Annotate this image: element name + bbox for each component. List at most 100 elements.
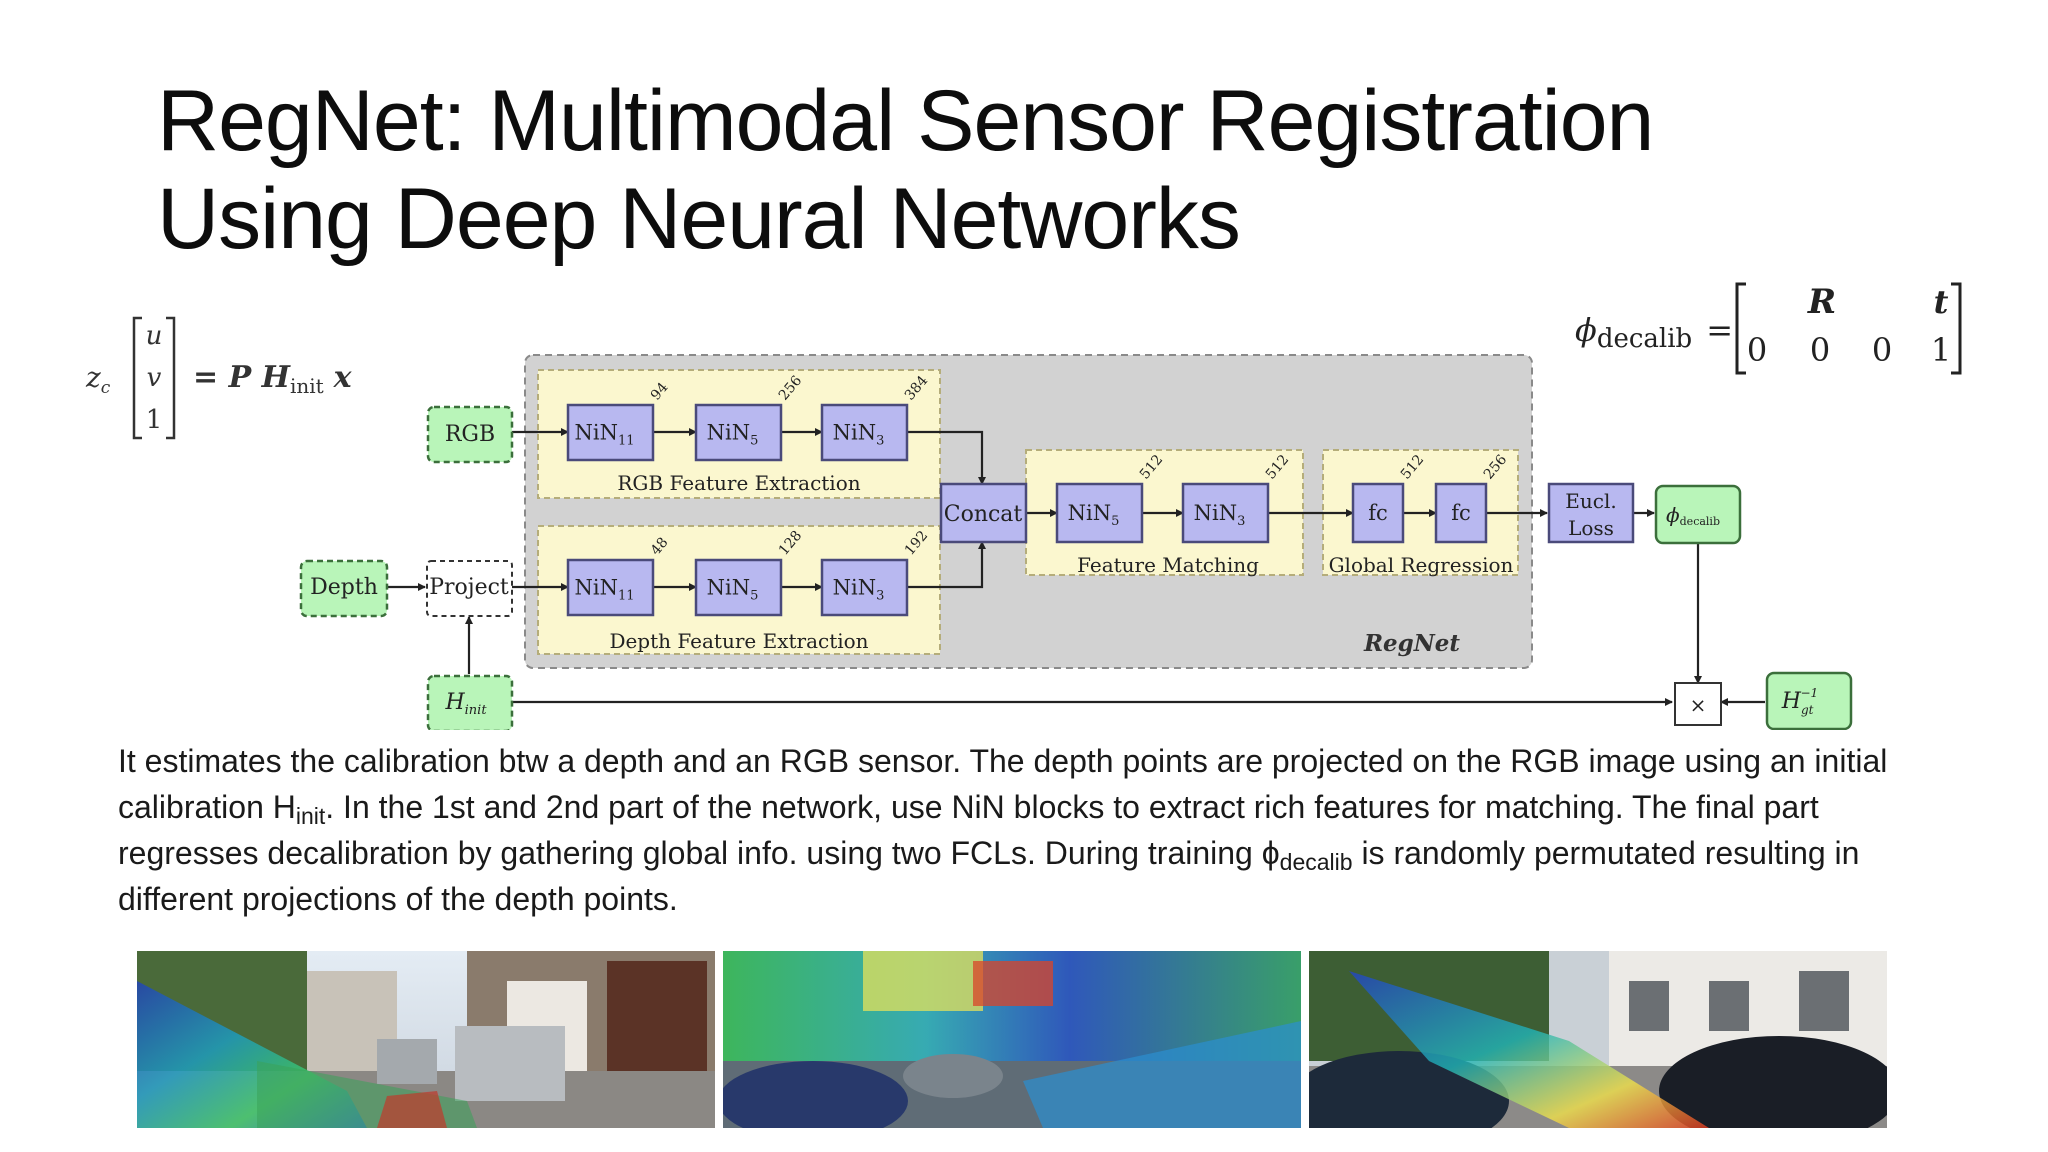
block-name: NiN (1068, 501, 1111, 525)
multiply-label: × (1690, 693, 1707, 717)
multiply-node (1674, 682, 1722, 726)
depth-input-node (299, 559, 389, 618)
feature-matching-label: Feature Matching (1077, 553, 1259, 577)
block-subscript: 5 (1111, 514, 1119, 529)
block-name: NiN (833, 576, 876, 600)
svg-text:Hgt−1: Hgt −1 (1781, 686, 1818, 717)
description-text: It estimates the calibration btw a depth… (118, 738, 1948, 922)
svg-text:ϕdecalib=: ϕdecalib = (1575, 311, 1733, 354)
description-seg3: is randomly permutated resulting in diff… (118, 835, 1860, 917)
connectors (387, 428, 1765, 706)
depth-stage-label: Depth Feature Extraction (609, 629, 868, 653)
block-0-0 (566, 403, 655, 462)
description-seg1: It estimates the calibration btw a depth… (118, 743, 1888, 825)
block-name: NiN (833, 421, 876, 445)
eq-row2-0: 0 (1747, 331, 1767, 369)
concat-node (939, 482, 1028, 544)
project-node (426, 560, 513, 617)
block-3-1 (1434, 482, 1488, 544)
block-name: NiN (574, 576, 617, 600)
block-name: NiN (707, 576, 750, 600)
eq-zc: z (85, 361, 101, 394)
eq-rhs: = P H (193, 360, 292, 395)
hgt-sup: −1 (1801, 686, 1819, 700)
eq-equals: = (1706, 311, 1733, 349)
loss-label-1: Eucl. (1565, 489, 1616, 513)
project-label: Project (429, 575, 509, 600)
eq-phi: ϕ (1575, 311, 1597, 349)
svg-text:zc: zc (85, 361, 111, 398)
block-1-1 (694, 558, 783, 617)
block-name: fc (1451, 501, 1471, 525)
block-label-1-2: NiN3 (833, 576, 885, 604)
block-subscript: 11 (618, 589, 635, 604)
rgb-input-node (426, 405, 514, 464)
block-2-1 (1181, 482, 1270, 544)
description-sub-init: init (295, 803, 326, 829)
block-label-2-1: NiN3 (1194, 501, 1246, 529)
block-1-0 (566, 558, 655, 617)
block-subscript: 11 (618, 434, 635, 449)
block-label-1-1: NiN5 (707, 576, 759, 604)
svg-text:Hinit: Hinit (444, 690, 487, 718)
block-subscript: 5 (750, 589, 758, 604)
hinit-sub: init (465, 703, 488, 718)
block-name: fc (1368, 501, 1388, 525)
decalib-equation: ϕdecalib= R t 0 0 0 1 (1575, 282, 1962, 375)
phi-out-label: ϕ (1666, 503, 1680, 527)
rgb-stage-label: RGB Feature Extraction (617, 471, 860, 495)
block-label-3-1: fc (1451, 501, 1471, 525)
block-1-2 (820, 558, 909, 617)
block-label-3-0: fc (1368, 501, 1388, 525)
eq-rhs-sub: init (290, 374, 324, 398)
street-photo-1 (137, 951, 715, 1128)
block-label-1-0: NiN11 (574, 576, 634, 604)
projection-image-2 (723, 951, 1301, 1128)
block-label-0-2: NiN3 (833, 421, 885, 449)
block-2-0 (1055, 482, 1144, 544)
block-0-2 (820, 403, 909, 462)
hgt-label: H (1781, 689, 1802, 714)
description-seg2: . In the 1st and 2nd part of the network… (118, 789, 1819, 871)
svg-text:ϕdecalib: ϕdecalib (1666, 503, 1720, 528)
phi-out-sub: decalib (1680, 515, 1720, 528)
block-0-1 (694, 403, 783, 462)
depth-input-label: Depth (310, 575, 378, 600)
eq-zc-sub: c (101, 378, 111, 398)
eq-vec-v: v (147, 363, 162, 393)
block-subscript: 5 (750, 434, 758, 449)
eq-vec-1: 1 (146, 405, 163, 435)
hgt-inverse-node (1765, 671, 1853, 730)
block-name: NiN (707, 421, 750, 445)
block-label-0-1: NiN5 (707, 421, 759, 449)
slide-title: RegNet: Multimodal Sensor Registration U… (157, 72, 1654, 268)
street-photo-3 (1309, 951, 1887, 1128)
eq-rhs-x: x (333, 360, 353, 395)
global-regression-label: Global Regression (1329, 553, 1514, 577)
block-label-0-0: NiN11 (574, 421, 634, 449)
hgt-sub: gt (1801, 703, 1814, 717)
loss-label-2: Loss (1568, 516, 1614, 540)
block-name: NiN (1194, 501, 1237, 525)
eq-vec-u: u (146, 321, 163, 351)
description-sub-decalib: decalib (1279, 849, 1353, 875)
block-subscript: 3 (876, 434, 884, 449)
eq-phi-sub: decalib (1597, 324, 1692, 354)
block-subscript: 3 (876, 589, 884, 604)
street-photo-2 (723, 951, 1301, 1128)
hinit-input-node (426, 674, 514, 730)
rgb-input-label: RGB (445, 422, 495, 447)
projection-image-3 (1309, 951, 1887, 1128)
concat-label: Concat (944, 502, 1023, 527)
block-label-2-0: NiN5 (1068, 501, 1120, 529)
projection-image-1 (137, 951, 715, 1128)
eq-row2-2: 0 (1872, 331, 1892, 369)
regnet-label: RegNet (1363, 630, 1460, 657)
eq-row2-3: 1 (1931, 331, 1951, 369)
phi-decalib-node (1654, 484, 1742, 545)
eucl-loss-node (1547, 482, 1635, 544)
eq-t: t (1934, 283, 1949, 321)
